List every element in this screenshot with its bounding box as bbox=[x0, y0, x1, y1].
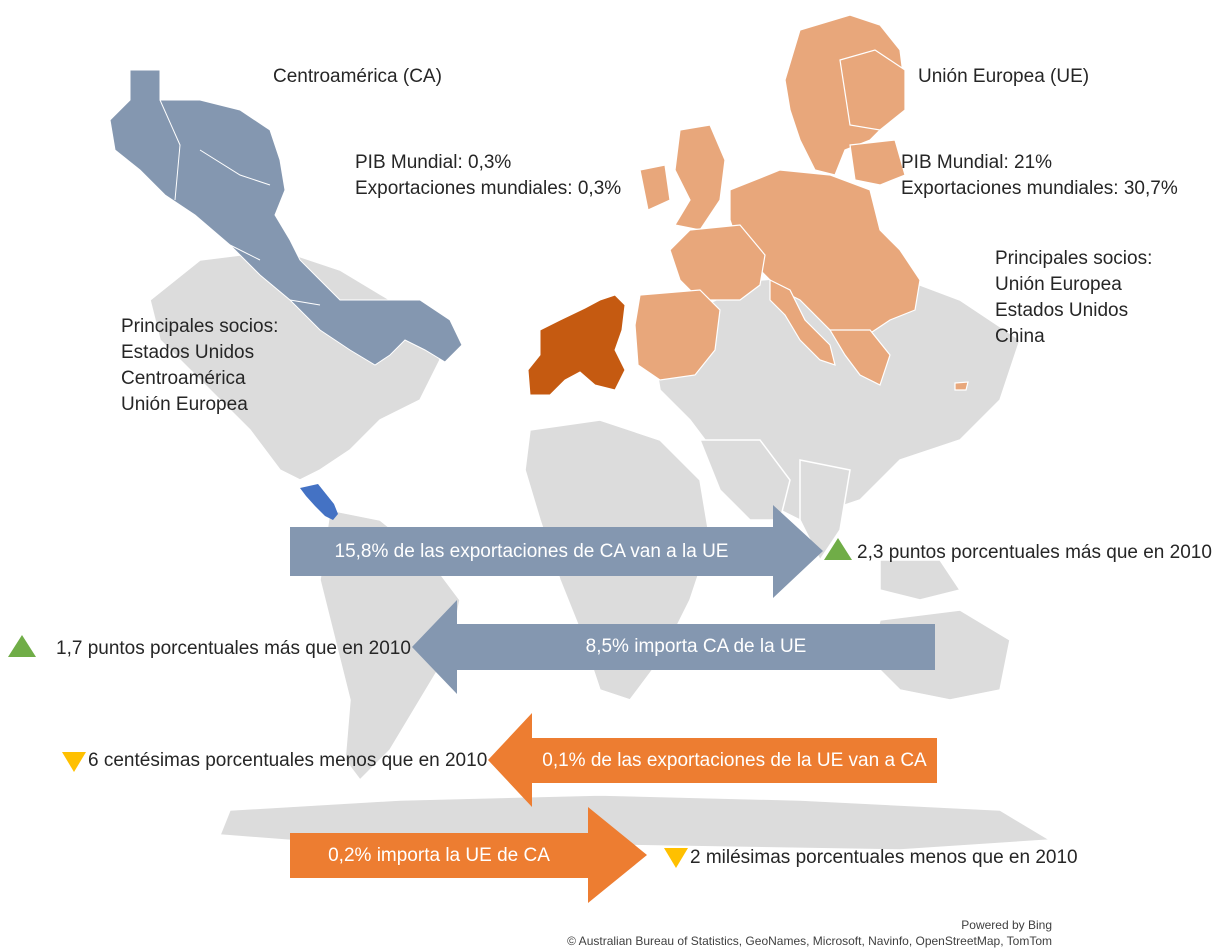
ca-partners-heading: Principales socios: bbox=[121, 316, 279, 337]
ca-pib: PIB Mundial: 0,3% bbox=[355, 152, 512, 173]
map-attribution: © Australian Bureau of Statistics, GeoNa… bbox=[567, 934, 1052, 948]
flow-label-eu-imports: 0,2% importa la UE de CA bbox=[328, 845, 550, 866]
ca-title: Centroamérica (CA) bbox=[273, 66, 442, 87]
flow-change-eu-imports: 2 milésimas porcentuales menos que en 20… bbox=[690, 847, 1078, 868]
ca-highlight-small bbox=[300, 484, 338, 520]
arrow-eu-exports-to-ca bbox=[488, 713, 937, 807]
eu-partners: Principales socios: Unión Europea Estado… bbox=[995, 246, 1152, 350]
eu-stats: PIB Mundial: 21% Exportaciones mundiales… bbox=[901, 150, 1178, 202]
eu-highlight-small bbox=[527, 294, 626, 396]
ca-partner-item: Centroamérica bbox=[121, 368, 246, 389]
ca-enlarged bbox=[109, 69, 463, 366]
arrow-ca-exports-to-eu bbox=[290, 505, 823, 598]
eu-partner-item: Estados Unidos bbox=[995, 300, 1129, 321]
triangle-up-icon bbox=[824, 538, 852, 560]
flow-label-ca-imports: 8,5% importa CA de la UE bbox=[585, 636, 807, 657]
eu-title: Unión Europea (UE) bbox=[918, 66, 1090, 87]
powered-by-label: Powered by Bing bbox=[961, 918, 1052, 932]
ca-exports: Exportaciones mundiales: 0,3% bbox=[355, 178, 622, 199]
triangle-up-icon bbox=[8, 635, 36, 657]
flow-label-ca-exports: 15,8% de las exportaciones de CA van a l… bbox=[334, 541, 729, 562]
flow-change-ca-exports: 2,3 puntos porcentuales más que en 2010 bbox=[857, 542, 1212, 563]
ca-partner-item: Estados Unidos bbox=[121, 342, 255, 363]
triangle-down-icon bbox=[664, 848, 688, 868]
ca-stats: PIB Mundial: 0,3% Exportaciones mundiale… bbox=[355, 150, 621, 202]
triangle-down-icon bbox=[62, 752, 86, 772]
eu-exports: Exportaciones mundiales: 30,7% bbox=[901, 178, 1178, 199]
flow-change-eu-exports: 6 centésimas porcentuales menos que en 2… bbox=[88, 750, 488, 771]
eu-pib: PIB Mundial: 21% bbox=[901, 152, 1053, 173]
eu-partner-item: Unión Europea bbox=[995, 274, 1122, 295]
eu-partner-item: China bbox=[995, 326, 1045, 347]
ca-partners: Principales socios: Estados Unidos Centr… bbox=[121, 314, 278, 418]
arrow-eu-imports-from-ca bbox=[290, 807, 647, 903]
flow-label-eu-exports: 0,1% de las exportaciones de la UE van a… bbox=[542, 750, 927, 771]
arrow-ca-imports-from-eu bbox=[412, 600, 935, 694]
eu-partners-heading: Principales socios: bbox=[995, 248, 1153, 269]
flow-change-ca-imports: 1,7 puntos porcentuales más que en 2010 bbox=[56, 638, 411, 659]
ca-partner-item: Unión Europea bbox=[121, 394, 248, 415]
eu-enlarged bbox=[634, 14, 969, 391]
